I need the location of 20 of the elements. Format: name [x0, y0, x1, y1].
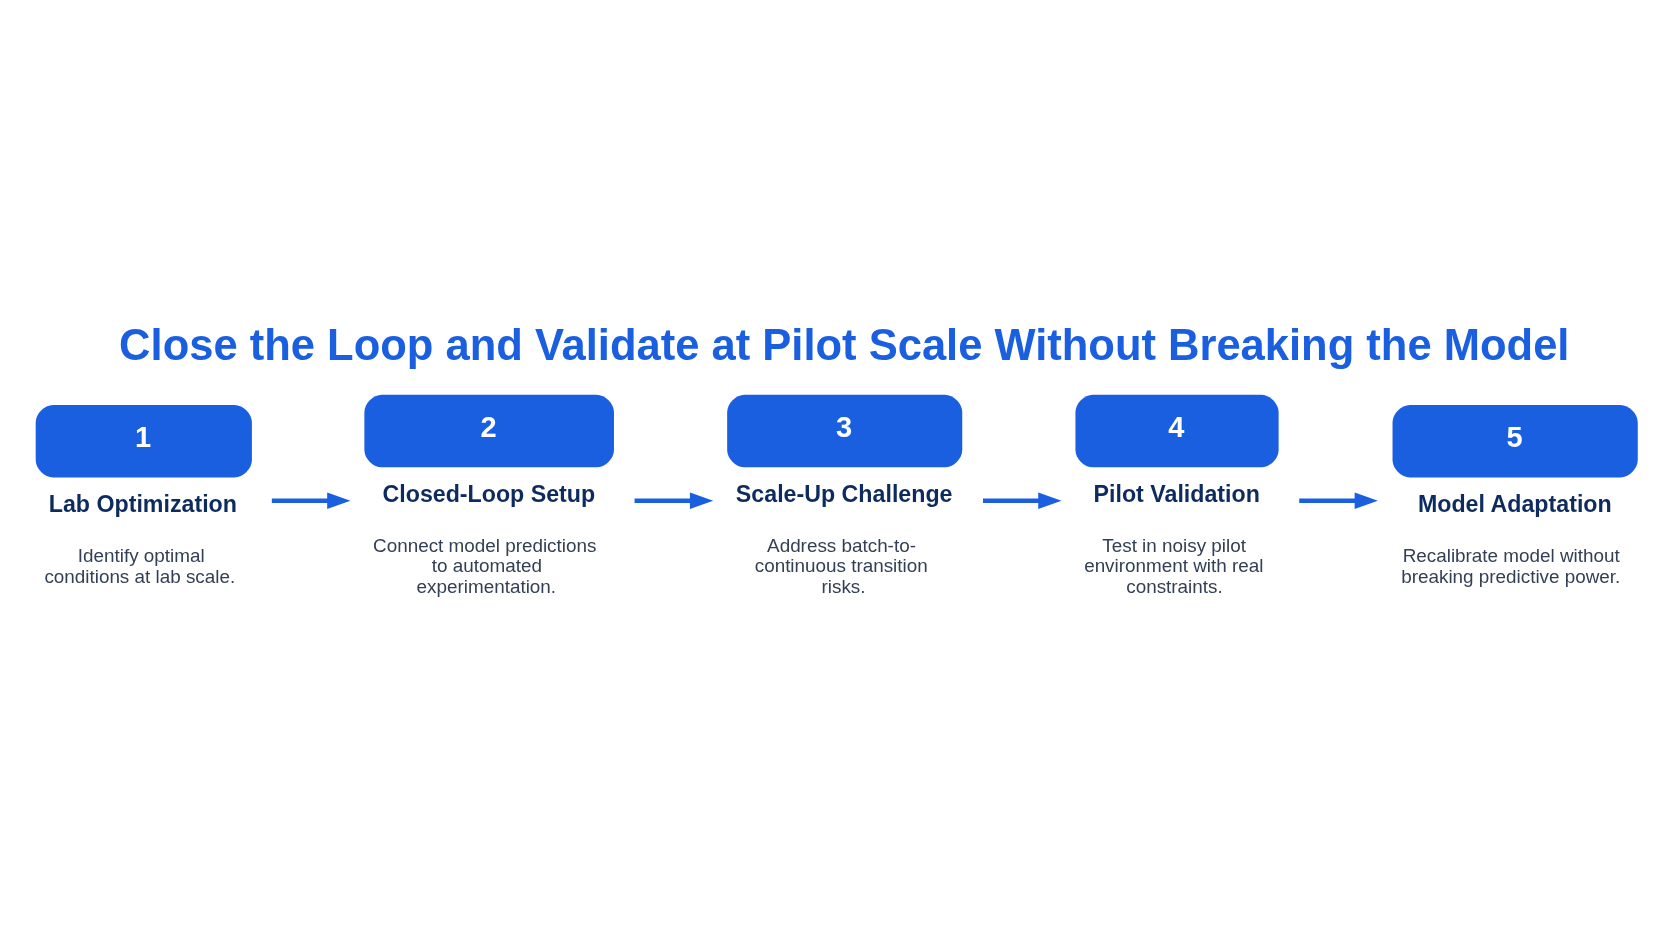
node-box: 3: [727, 394, 963, 467]
node-label: Model Adaptation: [1417, 490, 1612, 517]
node-label: Closed-Loop Setup: [382, 480, 596, 507]
node-label: Test in noisy pilot environment with real constraints.: [1084, 534, 1264, 597]
node-box: 5: [1392, 404, 1638, 478]
node-box: 1: [35, 404, 252, 478]
node-label: Scale-Up Challenge: [735, 480, 953, 507]
node-box: 2: [364, 394, 614, 467]
node-label: Recalibrate model without breaking predictive power.: [1401, 544, 1621, 587]
arrow: [271, 492, 351, 509]
node-label: Lab Optimization: [48, 490, 237, 517]
arrow: [634, 492, 714, 509]
node-label: Pilot Validation: [1093, 480, 1260, 507]
node-label: Identify optimal conditions at lab scale.: [44, 544, 236, 587]
node-box: 4: [1075, 394, 1279, 467]
node-label: Connect model predictions to automated experimentation.: [373, 534, 597, 597]
diagram-title: Close the Loop and Validate at Pilot Scale Without Breaking the Model: [119, 320, 1570, 369]
arrow: [1299, 492, 1378, 509]
arrow: [983, 492, 1062, 509]
node-label: Address batch-to-continuous transition risks.: [754, 534, 928, 597]
